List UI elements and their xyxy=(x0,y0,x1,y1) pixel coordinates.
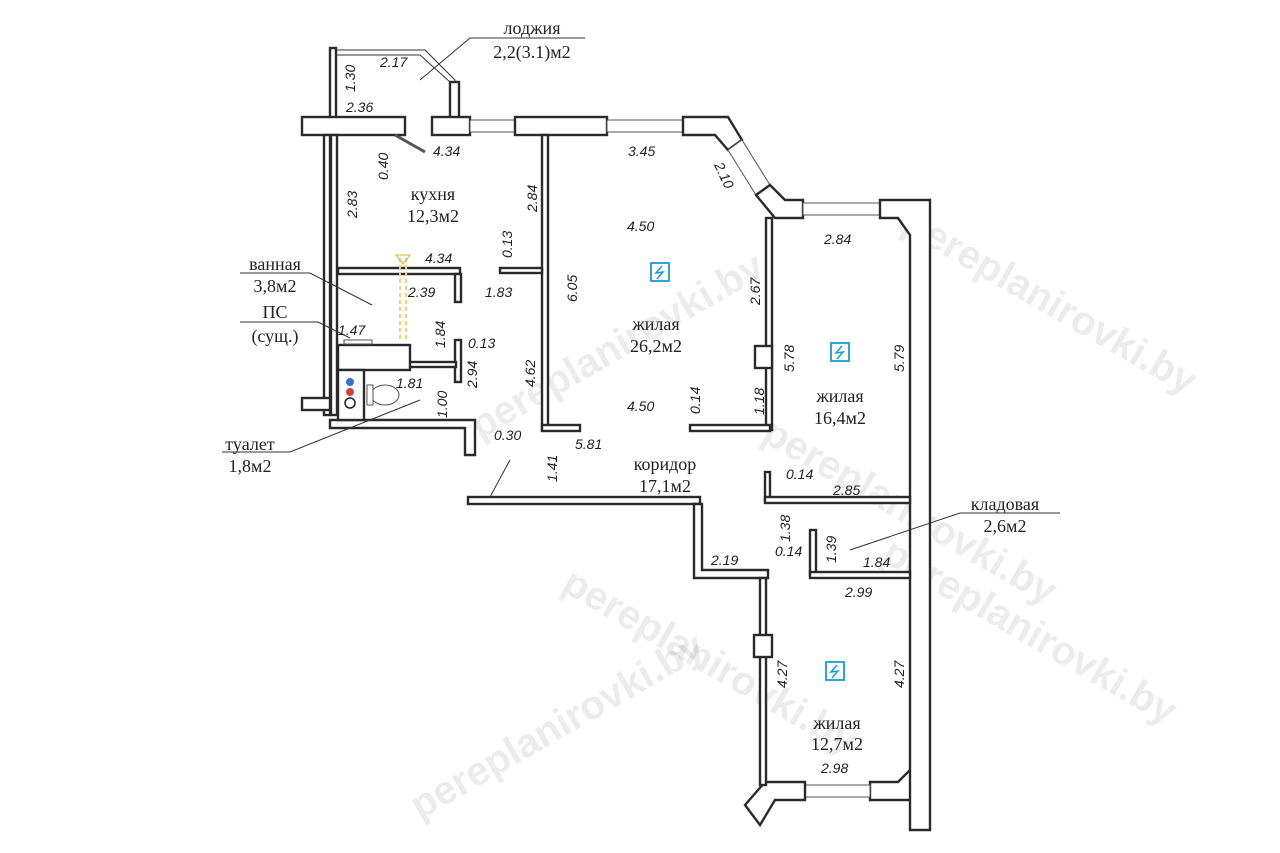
dimension-label: 5.81 xyxy=(575,436,602,452)
dimension-label: 0.40 xyxy=(375,153,391,180)
dimension-label: 4.50 xyxy=(627,398,654,414)
dimension-label: 1.84 xyxy=(432,321,448,348)
dimension-label: 1.30 xyxy=(342,65,358,92)
room-area-living-2: 16,4м2 xyxy=(814,408,866,428)
dimension-label: 0.14 xyxy=(775,543,802,559)
dimension-label: 2.84 xyxy=(823,231,851,247)
dimension-label: 5.78 xyxy=(781,345,797,372)
dimension-label: 1.83 xyxy=(485,284,512,300)
dimension-label: 0.13 xyxy=(468,335,495,351)
electric-panel-icon xyxy=(825,661,845,681)
dimension-label: 1.84 xyxy=(863,554,890,570)
vent-shaft xyxy=(343,339,373,345)
dimension-label: 4.34 xyxy=(425,250,452,266)
electric-panel-icon xyxy=(830,342,850,362)
dimension-label: 3.45 xyxy=(628,143,655,159)
room-area-living-1: 26,2м2 xyxy=(630,336,682,356)
dimension-label: 1.81 xyxy=(396,375,423,391)
room-area-corridor: 17,1м2 xyxy=(639,476,691,496)
dimension-label: 4.62 xyxy=(522,360,538,387)
dimension-label: 2.94 xyxy=(464,361,480,389)
dimension-label: 2.67 xyxy=(747,277,763,306)
dimension-label: 2.39 xyxy=(407,284,435,300)
electric-panel-icon xyxy=(650,262,670,282)
dimension-label: 0.30 xyxy=(494,427,521,443)
room-name-bathroom: ванная xyxy=(249,254,301,274)
room-area-toilet: 1,8м2 xyxy=(229,456,272,476)
dimension-label: 0.13 xyxy=(499,231,515,258)
room-name-toilet: туалет xyxy=(225,434,275,454)
dimension-label: 6.05 xyxy=(564,275,580,302)
room-name-living-1: жилая xyxy=(631,314,679,334)
dimension-label: 2.84 xyxy=(524,185,540,213)
toilet-icon xyxy=(370,384,400,406)
dimension-label: 2.99 xyxy=(844,584,872,600)
vent-shaft-label: ПС xyxy=(262,302,287,322)
room-area-kitchen: 12,3м2 xyxy=(407,206,459,226)
hot-water-icon xyxy=(346,388,354,396)
vent-shaft-note: (сущ.) xyxy=(251,326,298,347)
dimension-label: 1.38 xyxy=(777,515,793,542)
room-area-storage: 2,6м2 xyxy=(984,516,1027,536)
watermark: pereplanirovki.by xyxy=(896,200,1206,404)
dimension-label: 2.83 xyxy=(344,191,360,219)
room-name-kitchen: кухня xyxy=(411,184,455,204)
dimension-label: 1.41 xyxy=(544,455,560,482)
dimension-label: 4.34 xyxy=(433,143,460,159)
dimension-label: 2.10 xyxy=(711,159,738,192)
dimension-label: 1.18 xyxy=(751,388,767,415)
dimension-label: 2.17 xyxy=(379,54,408,70)
room-labels: лоджия 2,2(3.1)м2 кухня 12,3м2 ванная 3,… xyxy=(225,18,1039,754)
room-name-corridor: коридор xyxy=(634,454,697,474)
room-area-bathroom: 3,8м2 xyxy=(254,276,297,296)
toilet-fixtures xyxy=(343,339,400,409)
room-name-living-3: жилая xyxy=(812,713,860,733)
dimension-label: 1.47 xyxy=(338,322,366,338)
dimension-label: 4.27 xyxy=(774,660,790,688)
room-name-loggia: лоджия xyxy=(504,18,561,38)
room-name-living-2: жилая xyxy=(815,386,863,406)
room-name-storage: кладовая xyxy=(971,494,1039,514)
watermarks: pereplanirovki.by pereplanirovki.by pere… xyxy=(403,200,1206,828)
sewer-icon xyxy=(344,397,356,409)
dimension-label: 2.98 xyxy=(820,760,848,776)
dimension-labels: 2.17 1.30 2.36 0.40 4.34 3.45 2.10 2.83 … xyxy=(338,54,907,776)
watermark: pereplanirovki.by xyxy=(463,244,773,448)
cold-water-icon xyxy=(346,378,354,386)
room-area-living-3: 12,7м2 xyxy=(811,734,863,754)
dimension-label: 0.14 xyxy=(786,466,813,482)
walls xyxy=(300,46,932,832)
dimension-label: 2.85 xyxy=(832,482,860,498)
room-area-loggia: 2,2(3.1)м2 xyxy=(493,42,570,63)
dimension-label: 0.14 xyxy=(687,387,703,414)
leader-lines xyxy=(222,37,1060,551)
dimension-label: 1.00 xyxy=(434,391,450,418)
dimension-label: 1.39 xyxy=(823,536,839,563)
dimension-label: 4.50 xyxy=(627,218,654,234)
dimension-label: 4.27 xyxy=(891,660,907,688)
dimension-label: 5.79 xyxy=(891,345,907,372)
watermark: pereplanirovki.by xyxy=(403,624,713,828)
dimension-label: 2.19 xyxy=(710,552,738,568)
dimension-label: 2.36 xyxy=(345,99,373,115)
